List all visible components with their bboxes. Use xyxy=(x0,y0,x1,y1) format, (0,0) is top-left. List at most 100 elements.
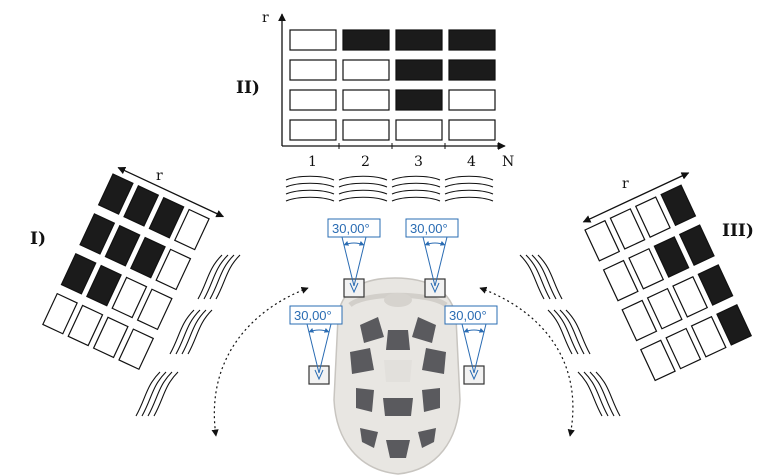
angle-arrow xyxy=(463,328,485,333)
r-dimension-arrow xyxy=(582,172,690,223)
cell-grid xyxy=(42,173,210,371)
wave-line xyxy=(444,196,494,202)
matrix-cell xyxy=(342,59,390,81)
matrix-cell xyxy=(136,288,173,331)
angle-label-box xyxy=(405,218,459,238)
matrix-cell xyxy=(342,89,390,111)
matrix-cell xyxy=(104,224,141,267)
panel-label-ii: II) xyxy=(236,78,260,98)
matrix-cell xyxy=(129,236,166,279)
matrix-cell xyxy=(118,328,155,371)
matrix-cell xyxy=(67,304,104,347)
sweep-arrow-left xyxy=(211,286,309,437)
sensor-lens xyxy=(469,369,479,381)
x-tick-label: 1 xyxy=(308,154,317,170)
angle-arrow xyxy=(308,328,330,333)
x-tick-label: 2 xyxy=(361,154,370,170)
matrix-cell xyxy=(690,315,727,358)
sensor-group: 30,00° 30,00° 30,00° 30,00° xyxy=(289,218,498,385)
wave-line xyxy=(537,254,563,300)
wave-line xyxy=(444,182,494,188)
wave-line xyxy=(338,182,388,188)
r-dimension-arrow xyxy=(117,167,225,218)
matrix-cell xyxy=(678,224,715,266)
matrix-cell xyxy=(155,248,192,291)
matrix-cell xyxy=(123,185,160,227)
sensor-lens xyxy=(349,282,359,294)
cell-grid xyxy=(584,184,753,382)
matrix-cell xyxy=(639,339,676,382)
y-axis-label: r xyxy=(262,10,269,26)
matrix-cell xyxy=(289,29,337,51)
angle-label: 30,00° xyxy=(410,221,448,236)
sensor-housing xyxy=(308,365,330,385)
matrix-cell xyxy=(448,119,496,141)
matrix-cell xyxy=(342,119,390,141)
cell-grid xyxy=(289,29,496,141)
x-tick-label: 3 xyxy=(414,154,423,170)
matrix-cell xyxy=(395,59,443,81)
matrix-cell xyxy=(660,184,697,227)
wave-line xyxy=(338,189,388,195)
wave-line xyxy=(565,309,591,355)
matrix-cell xyxy=(289,119,337,141)
sensor-side-left: 30,00° xyxy=(289,305,343,385)
wave-line xyxy=(391,182,441,188)
angle-label: 30,00° xyxy=(294,308,332,323)
matrix-cell xyxy=(646,287,683,330)
matrix-cell xyxy=(289,59,337,81)
matrix-right-panel: III) r xyxy=(519,172,754,417)
angle-label: 30,00° xyxy=(449,308,487,323)
wave-line xyxy=(175,309,201,355)
sensor-housing xyxy=(424,278,446,298)
matrix-cell xyxy=(79,213,116,255)
bicycle-helmet-image xyxy=(333,277,461,475)
r-dimension-label: r xyxy=(156,168,163,184)
matrix-cell xyxy=(395,89,443,111)
matrix-cell xyxy=(289,89,337,111)
wave-line xyxy=(169,309,195,355)
matrix-cell xyxy=(395,119,443,141)
wave-line xyxy=(187,309,213,355)
wave-line xyxy=(141,371,167,417)
matrix-cell xyxy=(148,196,185,239)
matrix-cell xyxy=(602,259,639,302)
matrix-cell xyxy=(448,89,496,111)
sensor-front-right: 30,00° xyxy=(405,218,459,298)
matrix-cell xyxy=(653,236,690,278)
wave-line xyxy=(135,371,161,417)
wave-line xyxy=(197,254,223,300)
angle-label: 30,00° xyxy=(332,221,370,236)
matrix-cell xyxy=(395,29,443,51)
wave-line xyxy=(444,189,494,195)
vibration-waves-left xyxy=(135,254,241,417)
matrix-cell xyxy=(716,304,753,346)
wave-line xyxy=(285,196,335,202)
helmet-vents xyxy=(350,293,446,458)
wave-line xyxy=(285,175,335,181)
matrix-cell xyxy=(621,299,658,342)
sensor-front-left: 30,00° xyxy=(327,218,381,298)
wave-line xyxy=(444,175,494,181)
matrix-cell xyxy=(60,252,97,295)
vibration-waves-right xyxy=(519,254,621,417)
matrix-cell xyxy=(634,196,671,238)
r-dimension-label: r xyxy=(622,176,629,192)
matrix-cell xyxy=(111,276,148,319)
matrix-cell xyxy=(448,59,496,81)
matrix-cell xyxy=(97,173,134,215)
panel-label-iii: III) xyxy=(722,221,754,241)
wave-line xyxy=(153,371,179,417)
matrix-cell xyxy=(672,275,709,318)
angle-label-box xyxy=(327,218,381,238)
matrix-cell xyxy=(665,327,702,370)
sensor-lens xyxy=(430,282,440,294)
wave-line xyxy=(285,189,335,195)
x-axis-label: N xyxy=(502,154,514,170)
matrix-cell xyxy=(628,247,665,290)
wave-line xyxy=(338,196,388,202)
wave-line xyxy=(338,175,388,181)
matrix-cell xyxy=(342,29,390,51)
wave-line xyxy=(577,371,603,417)
